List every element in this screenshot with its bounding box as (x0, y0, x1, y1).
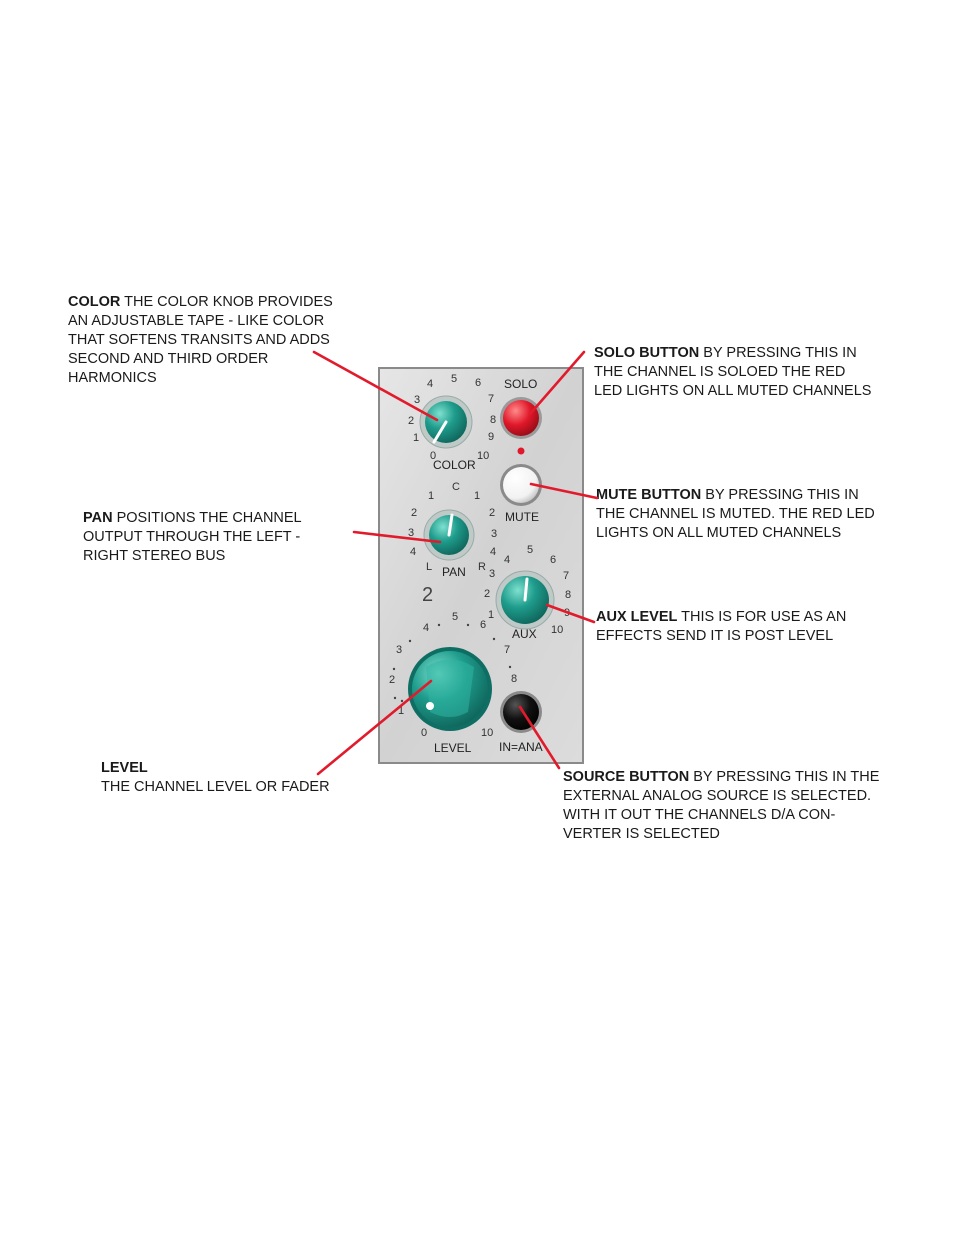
pan-scale-right-1: 1 (474, 490, 480, 502)
color-annotation: COLOR THE COLOR KNOB PROVIDES AN ADJUSTA… (68, 293, 333, 388)
aux-scale-1: 1 (488, 609, 494, 621)
level-scale-3: 3 (396, 644, 402, 656)
aux-scale-6: 6 (550, 554, 556, 566)
level-scale-5: 5 (452, 611, 458, 623)
aux-knob[interactable] (495, 570, 555, 630)
level-scale-0: 0 (421, 727, 427, 739)
aux-knob-pointer (523, 577, 529, 602)
color-scale-2: 2 (408, 415, 414, 427)
level-annotation-text: THE CHANNEL LEVEL OR FADER (101, 779, 330, 795)
level-scale-8: 8 (511, 673, 517, 685)
color-scale-9: 9 (488, 431, 494, 443)
source-label: IN=ANA (499, 740, 543, 754)
pan-scale-left-4: 4 (410, 546, 416, 558)
aux-scale-5: 5 (527, 544, 533, 556)
pan-scale-left-3: 3 (408, 527, 414, 539)
solo-button[interactable] (500, 397, 542, 439)
mute-annotation: MUTE BUTTON BY PRESSING THIS IN THE CHAN… (596, 486, 875, 543)
mute-button[interactable] (500, 464, 542, 506)
aux-scale-9: 9 (564, 607, 570, 619)
pan-scale-right-4: 4 (490, 546, 496, 558)
level-knob-pointer (426, 702, 434, 710)
aux-scale-8: 8 (565, 589, 571, 601)
color-scale-4: 4 (427, 378, 433, 390)
level-knob-label: LEVEL (434, 741, 472, 755)
color-scale-1: 1 (413, 432, 419, 444)
color-knob[interactable] (419, 395, 473, 449)
level-scale-6: 6 (480, 619, 486, 631)
aux-annotation-title: AUX LEVEL (596, 609, 678, 625)
channel-number: 2 (422, 584, 433, 606)
color-annotation-title: COLOR (68, 294, 121, 310)
solo-annotation-title: SOLO BUTTON (594, 345, 700, 361)
level-annotation: LEVEL THE CHANNEL LEVEL OR FADER (101, 759, 330, 797)
level-scale-4: 4 (423, 622, 429, 634)
pan-scale-r: R (478, 561, 486, 573)
color-scale-3: 3 (414, 394, 420, 406)
pan-scale-right-2: 2 (489, 507, 495, 519)
aux-scale-4: 4 (504, 554, 510, 566)
pan-annotation-text: POSITIONS THE CHANNEL OUTPUT THROUGH THE… (83, 510, 302, 564)
aux-scale-7: 7 (563, 570, 569, 582)
color-knob-label: COLOR (433, 458, 476, 472)
level-knob[interactable] (408, 647, 492, 731)
pan-scale-left-1: 1 (428, 490, 434, 502)
pan-knob-label: PAN (442, 565, 466, 579)
mute-annotation-text: BY PRESSING THIS IN THE CHANNEL IS MUTED… (596, 487, 875, 541)
aux-annotation: AUX LEVEL THIS IS FOR USE AS AN EFFECTS … (596, 608, 846, 646)
level-scale-1: 1 (398, 705, 404, 717)
solo-annotation-text: BY PRESSING THIS IN THE CHANNEL IS SOLOE… (594, 345, 872, 399)
pan-annotation: PAN POSITIONS THE CHANNEL OUTPUT THROUGH… (83, 509, 302, 566)
pan-knob[interactable] (423, 509, 475, 561)
pan-scale-center: C (452, 481, 460, 493)
mute-label: MUTE (505, 510, 539, 524)
aux-knob-label: AUX (512, 627, 537, 641)
aux-scale-2: 2 (484, 588, 490, 600)
color-scale-7: 7 (488, 393, 494, 405)
color-scale-6: 6 (475, 377, 481, 389)
source-annotation-title: SOURCE BUTTON (563, 769, 690, 785)
solo-label: SOLO (504, 377, 537, 391)
pan-scale-left-2: 2 (411, 507, 417, 519)
color-scale-8: 8 (490, 414, 496, 426)
aux-scale-3: 3 (489, 568, 495, 580)
level-scale-10: 10 (481, 727, 493, 739)
aux-annotation-text: THIS IS FOR USE AS AN EFFECTS SEND IT IS… (596, 609, 847, 644)
color-annotation-text: THE COLOR KNOB PROVIDES AN ADJUSTABLE TA… (68, 294, 333, 386)
color-scale-0: 0 (430, 450, 436, 462)
pan-annotation-title: PAN (83, 510, 113, 526)
pan-scale-l: L (426, 561, 432, 573)
pan-knob-pointer (447, 513, 454, 537)
level-scale-7: 7 (504, 644, 510, 656)
mute-annotation-title: MUTE BUTTON (596, 487, 702, 503)
color-scale-5: 5 (451, 373, 457, 385)
color-knob-pointer (432, 420, 448, 444)
color-scale-10: 10 (477, 450, 489, 462)
aux-scale-10: 10 (551, 624, 563, 636)
level-annotation-title: LEVEL (101, 760, 148, 776)
solo-led (517, 447, 525, 455)
pan-scale-right-3: 3 (491, 528, 497, 540)
level-scale-2: 2 (389, 674, 395, 686)
channel-strip-panel: 0 1 2 3 4 5 6 7 8 9 10 COLOR SOLO MUTE C… (378, 367, 584, 764)
source-button[interactable] (500, 691, 542, 733)
solo-annotation: SOLO BUTTON BY PRESSING THIS IN THE CHAN… (594, 344, 871, 401)
source-annotation: SOURCE BUTTON BY PRESSING THIS IN THE EX… (563, 768, 879, 844)
source-annotation-text: BY PRESSING THIS IN THE EXTERNAL ANALOG … (563, 769, 880, 842)
